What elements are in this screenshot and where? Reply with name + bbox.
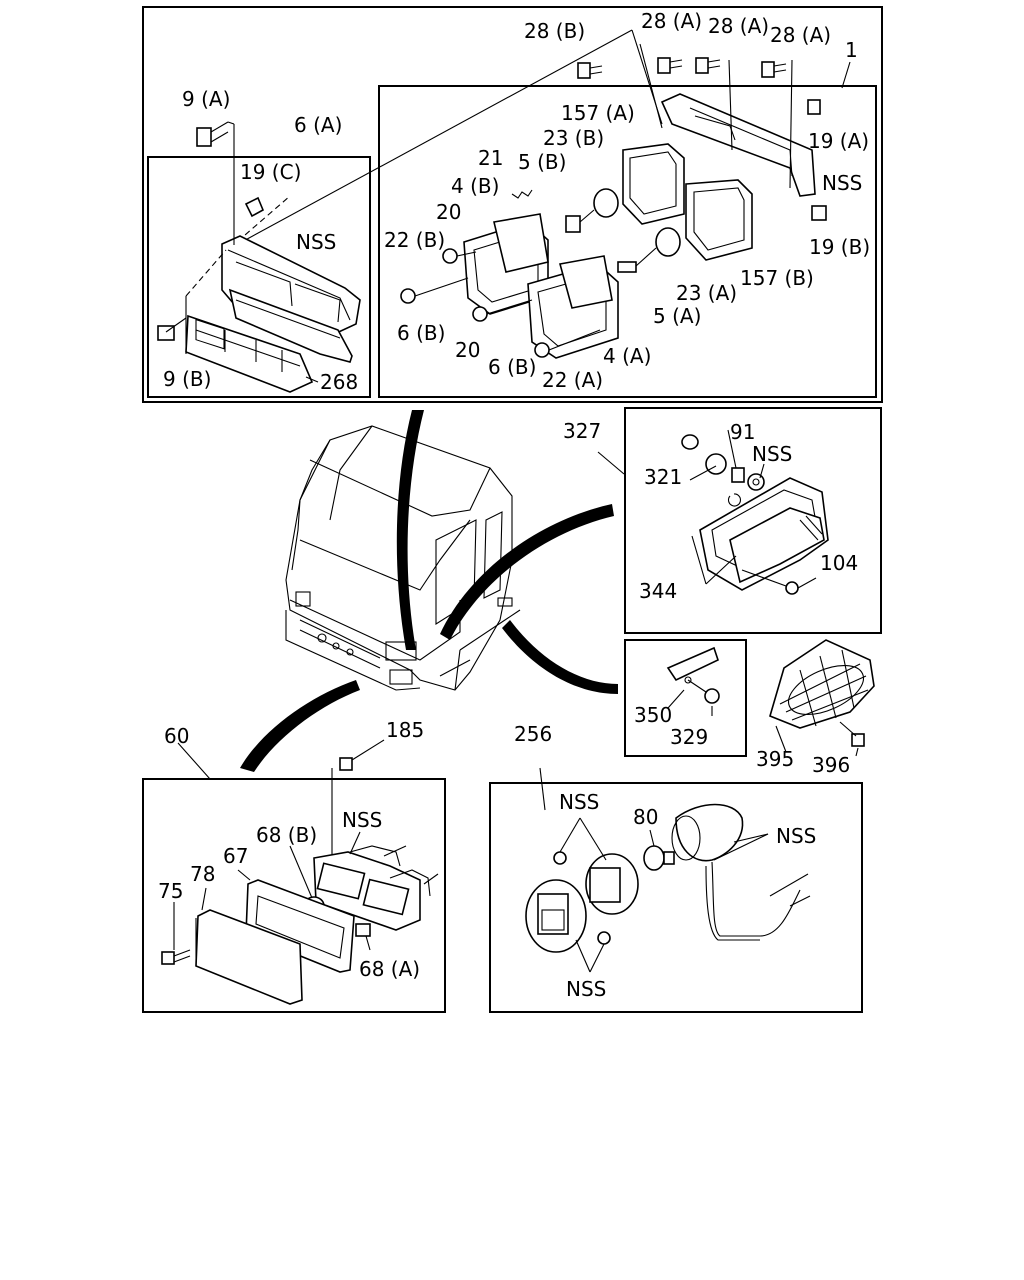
callout-22b: 22 (B) [384,228,445,252]
callout-268: 268 [320,370,358,394]
callout-28a-3: 28 (A) [770,23,831,47]
side-lamp-panel-frame [624,407,882,634]
headlamp-subpanel-frame [378,85,877,398]
callout-60: 60 [164,724,189,748]
callout-nss-fog-bottom: NSS [566,977,606,1001]
callout-157b: 157 (B) [740,266,814,290]
callout-22a: 22 (A) [542,368,603,392]
grille-assembly-drawing [157,29,663,393]
callout-157a: 157 (A) [561,101,635,125]
callout-20-lower: 20 [455,338,480,362]
callout-28b: 28 (B) [524,19,585,43]
callout-9a: 9 (A) [182,87,230,111]
callout-nss-top-right: NSS [822,171,862,195]
front-lamp-drawing [161,739,439,1005]
callout-nss-side: NSS [752,442,792,466]
callout-185: 185 [386,718,424,742]
plate-panel-frame [624,639,747,757]
callout-23a: 23 (A) [676,281,737,305]
callout-75: 75 [158,879,183,903]
callout-78: 78 [190,862,215,886]
callout-28a-2: 28 (A) [708,14,769,38]
plate-labels: 350 329 [634,703,708,749]
callout-nss-fog-top: NSS [559,790,599,814]
callout-1: 1 [845,38,858,62]
callout-6a: 6 (A) [294,113,342,137]
callout-68b: 68 (B) [256,823,317,847]
callout-80: 80 [633,805,658,829]
guard-labels: 395 396 [756,747,850,777]
callout-19b: 19 (B) [809,235,870,259]
callout-91: 91 [730,420,755,444]
callout-5b: 5 (B) [518,150,566,174]
callout-344: 344 [639,579,677,603]
callout-104: 104 [820,551,858,575]
callout-396: 396 [812,753,850,777]
callout-21: 21 [478,146,503,170]
callout-23b: 23 (B) [543,126,604,150]
front-lamp-labels: 60 185 NSS 68 (B) 67 78 75 68 (A) [158,718,424,981]
callout-nss-fog-right: NSS [776,824,816,848]
grille-subpanel-frame [147,156,371,398]
truck-cab-drawing [240,410,618,772]
plate-bracket-drawing [666,646,720,716]
fog-lamp-panel-frame [489,782,863,1013]
callout-19a: 19 (A) [808,129,869,153]
callout-6b-lower: 6 (B) [488,355,536,379]
callout-327: 327 [563,419,601,443]
callout-67: 67 [223,844,248,868]
callout-395: 395 [756,747,794,771]
callout-20-upper: 20 [436,200,461,224]
callout-28a-1: 28 (A) [641,9,702,33]
callout-6b-left: 6 (B) [397,321,445,345]
callout-329: 329 [670,725,708,749]
callout-4a: 4 (A) [603,344,651,368]
bolt-28 [577,57,787,79]
top-panel-frame [142,6,883,403]
callout-350: 350 [634,703,672,727]
callout-5a: 5 (A) [653,304,701,328]
top-panel-labels: 28 (B) 28 (A) 28 (A) 28 (A) 1 9 (A) 6 (A… [163,9,870,394]
panel-frames [142,6,883,1013]
fog-lamp-drawing [525,767,811,973]
headlamp-assembly-drawing [400,43,851,359]
callout-19c: 19 (C) [240,160,301,184]
side-lamp-labels: 327 91 NSS 321 104 344 [563,419,858,603]
callout-nss-grille: NSS [296,230,336,254]
front-lamp-panel-frame [142,778,446,1013]
callout-4b: 4 (B) [451,174,499,198]
lamp-guard-drawing [769,639,875,757]
callout-nss-front: NSS [342,808,382,832]
side-lamp-drawing [597,429,829,595]
callout-321: 321 [644,465,682,489]
fog-lamp-labels: 256 NSS 80 NSS NSS [514,722,816,1001]
callout-9b: 9 (B) [163,367,211,391]
callout-256: 256 [514,722,552,746]
callout-68a: 68 (A) [359,957,420,981]
